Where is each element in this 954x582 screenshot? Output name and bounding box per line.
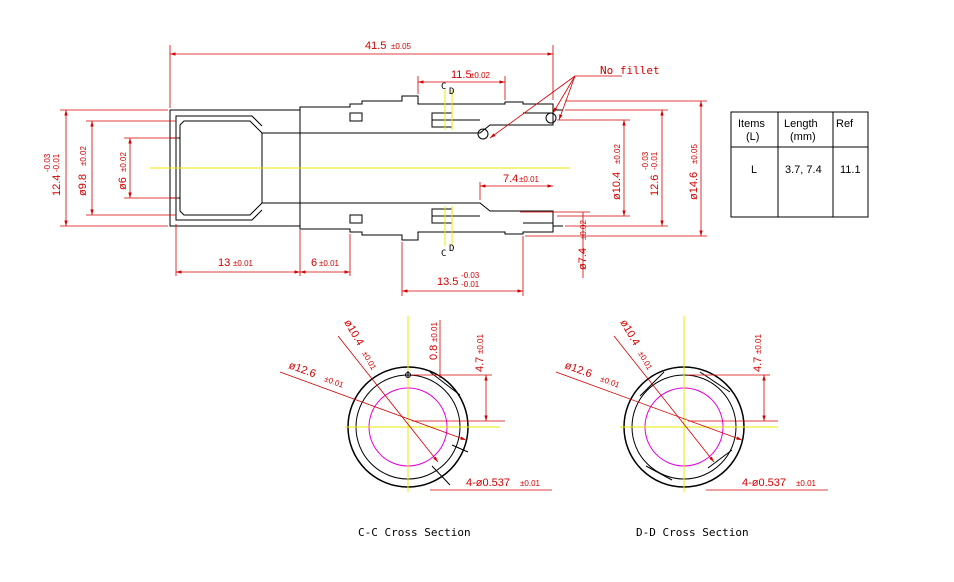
part-outline [169,95,563,241]
dd-dim-holes: 4-ø0.537 [742,477,786,489]
dim-dia-7-4: ø7.4 [577,248,589,270]
dim-dia-9-8-tol: ±0.02 [79,145,88,166]
dd-dim-offset-4-7: 4.7 [752,357,764,372]
dim-inner-length: 7.4 [503,173,518,185]
dim-len-13-tol: ±0.01 [233,259,254,268]
table-header-items: Items [738,118,765,130]
section-marker-lines [444,90,453,246]
dim-dia-12-6: 12.6 [649,175,661,196]
cc-dim-holes: 4-ø0.537 [466,477,510,489]
dim-len-13-5: 13.5 [437,276,458,288]
dim-dia-10-4: ø10.4 [611,172,623,200]
cc-dim-dia-10-4-tol: ±0.01 [360,350,378,372]
section-label-d-bottom: D [449,244,454,254]
cc-section-title: C-C Cross Section [358,526,471,539]
dim-dia-7-4-tol: ±0.02 [579,219,588,240]
dd-dim-dia-10-4: ø10.4 [617,318,641,348]
length-table [730,111,869,218]
cc-dim-offset-4-7: 4.7 [474,357,486,372]
table-header-length: Length [784,118,818,130]
dim-len-13-5-tol-lower: -0.01 [461,280,480,289]
cc-cross-section [279,316,552,492]
dim-len-6: 6 [311,257,317,269]
dim-len-13-5-tol-upper: -0.03 [461,271,480,280]
dim-dia-14-6-tol: ±0.05 [690,143,699,164]
dim-dia-10-4-tol: ±0.02 [613,143,622,164]
cc-dim-offset-0-8-tol: ±0.01 [430,321,439,342]
dim-slot-length: 11.5 [451,69,472,81]
table-header-items-unit: (L) [746,131,759,143]
dd-cross-section [555,316,828,492]
dim-dia-12-4: 12.4 [51,175,63,196]
dd-section-title: D-D Cross Section [636,526,749,539]
dim-dia-14-6: ø14.6 [688,172,700,200]
dd-dim-dia-12-6: ø12.6 [563,360,594,381]
dim-dia-12-6-tol-upper: -0.03 [641,151,650,170]
cc-dim-dia-12-6-tol: ±0.01 [323,374,345,389]
cc-dim-offset-4-7-tol: ±0.01 [476,333,485,354]
dim-dia-12-4-tol-lower: -0.01 [52,153,61,172]
dim-inner-length-tol: ±0.01 [519,175,540,184]
dim-overall-length-tol: ±0.05 [391,42,412,51]
dim-dia-12-6-tol-lower: -0.01 [650,151,659,170]
dim-dia-6-tol: ±0.02 [119,151,128,172]
dim-slot-length-tol: ±0.02 [470,71,491,80]
section-label-c-top: C [441,82,446,92]
table-cell-item: L [751,164,757,176]
dim-overall-length: 41.5 [365,40,386,52]
table-header-ref: Ref [836,118,854,130]
dd-dim-offset-4-7-tol: ±0.01 [754,333,763,354]
dim-len-13: 13 [218,257,230,269]
dd-dim-holes-tol: ±0.01 [796,479,817,488]
section-label-c-bottom: C [441,249,446,259]
dim-dia-12-4-tol-upper: -0.03 [43,153,52,172]
no-fillet-note: No fillet [600,64,660,77]
table-cell-length: 3.7, 7.4 [785,164,822,176]
dim-len-6-tol: ±0.01 [319,259,340,268]
cc-dim-dia-12-6: ø12.6 [287,360,318,381]
dd-dim-dia-10-4-tol: ±0.01 [636,350,654,372]
dd-dim-dia-12-6-tol: ±0.01 [599,374,621,389]
section-label-d-top: D [449,87,454,97]
dim-dia-9-8: ø9.8 [77,174,89,196]
table-cell-ref: 11.1 [840,164,861,176]
dim-dia-6: ø6 [117,177,129,190]
table-header-length-unit: (mm) [790,131,816,143]
cc-dim-holes-tol: ±0.01 [520,479,541,488]
cc-dim-dia-10-4: ø10.4 [341,318,365,348]
cc-dim-offset-0-8: 0.8 [428,345,440,360]
